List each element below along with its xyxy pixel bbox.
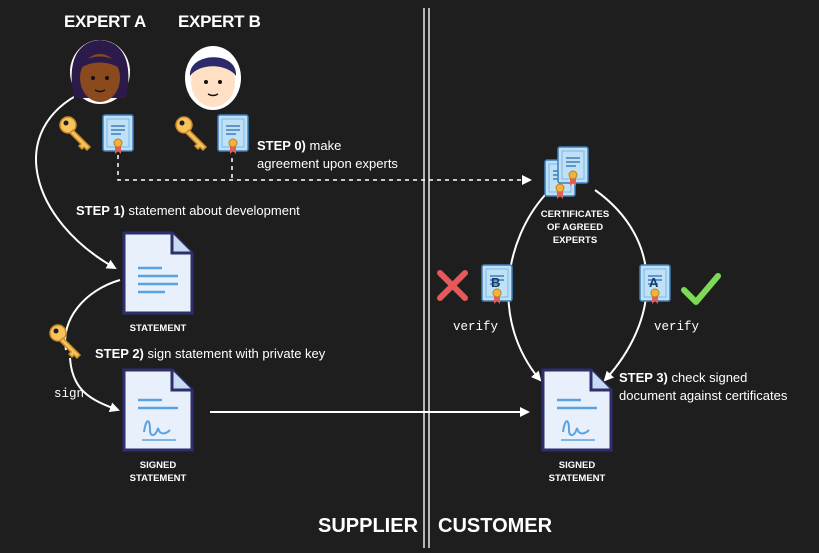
signed-statement-supplier-icon — [122, 368, 194, 452]
verify-right-edge-label: verify — [654, 320, 700, 334]
statement-caption: STATEMENT — [129, 323, 187, 334]
step0-label: STEP 0) make — [257, 138, 342, 153]
cross-icon — [437, 270, 468, 301]
verify-left-edge-label: verify — [453, 320, 499, 334]
signed-statement-customer-icon — [541, 368, 613, 452]
sign-edge-label: sign — [54, 387, 85, 401]
statement-document-icon — [122, 231, 194, 315]
step2-label: STEP 2) sign statement with private key — [95, 346, 326, 361]
step3-label-line2: document against certificates — [619, 388, 788, 403]
arrow-sign — [69, 357, 120, 413]
agreed-certificate-front-icon — [557, 146, 589, 187]
expert-a-label: EXPERT A — [64, 12, 146, 31]
expert-b-certificate-icon — [217, 114, 249, 155]
arrow-step1 — [35, 91, 117, 269]
private-key-icon — [49, 324, 81, 359]
step1-label: STEP 1) statement about development — [76, 203, 300, 218]
arrow-to-key — [64, 279, 121, 351]
supplier-label: SUPPLIER — [318, 515, 419, 537]
certificate-a-label: A — [649, 275, 659, 290]
arrow-step0-dashed — [117, 155, 532, 185]
step3-label: STEP 3) check signed — [619, 370, 748, 385]
expert-b-label: EXPERT B — [178, 12, 261, 31]
customer-label: CUSTOMER — [438, 515, 553, 537]
step0-label-line2: agreement upon experts — [257, 156, 398, 171]
expert-a-key-icon — [59, 116, 91, 151]
check-icon — [681, 273, 721, 305]
expert-a-avatar — [70, 40, 130, 104]
expert-b-key-icon — [175, 116, 207, 151]
certificate-b-label: B — [491, 275, 501, 290]
expert-a-certificate-icon — [102, 114, 134, 155]
expert-b-avatar — [185, 46, 241, 110]
